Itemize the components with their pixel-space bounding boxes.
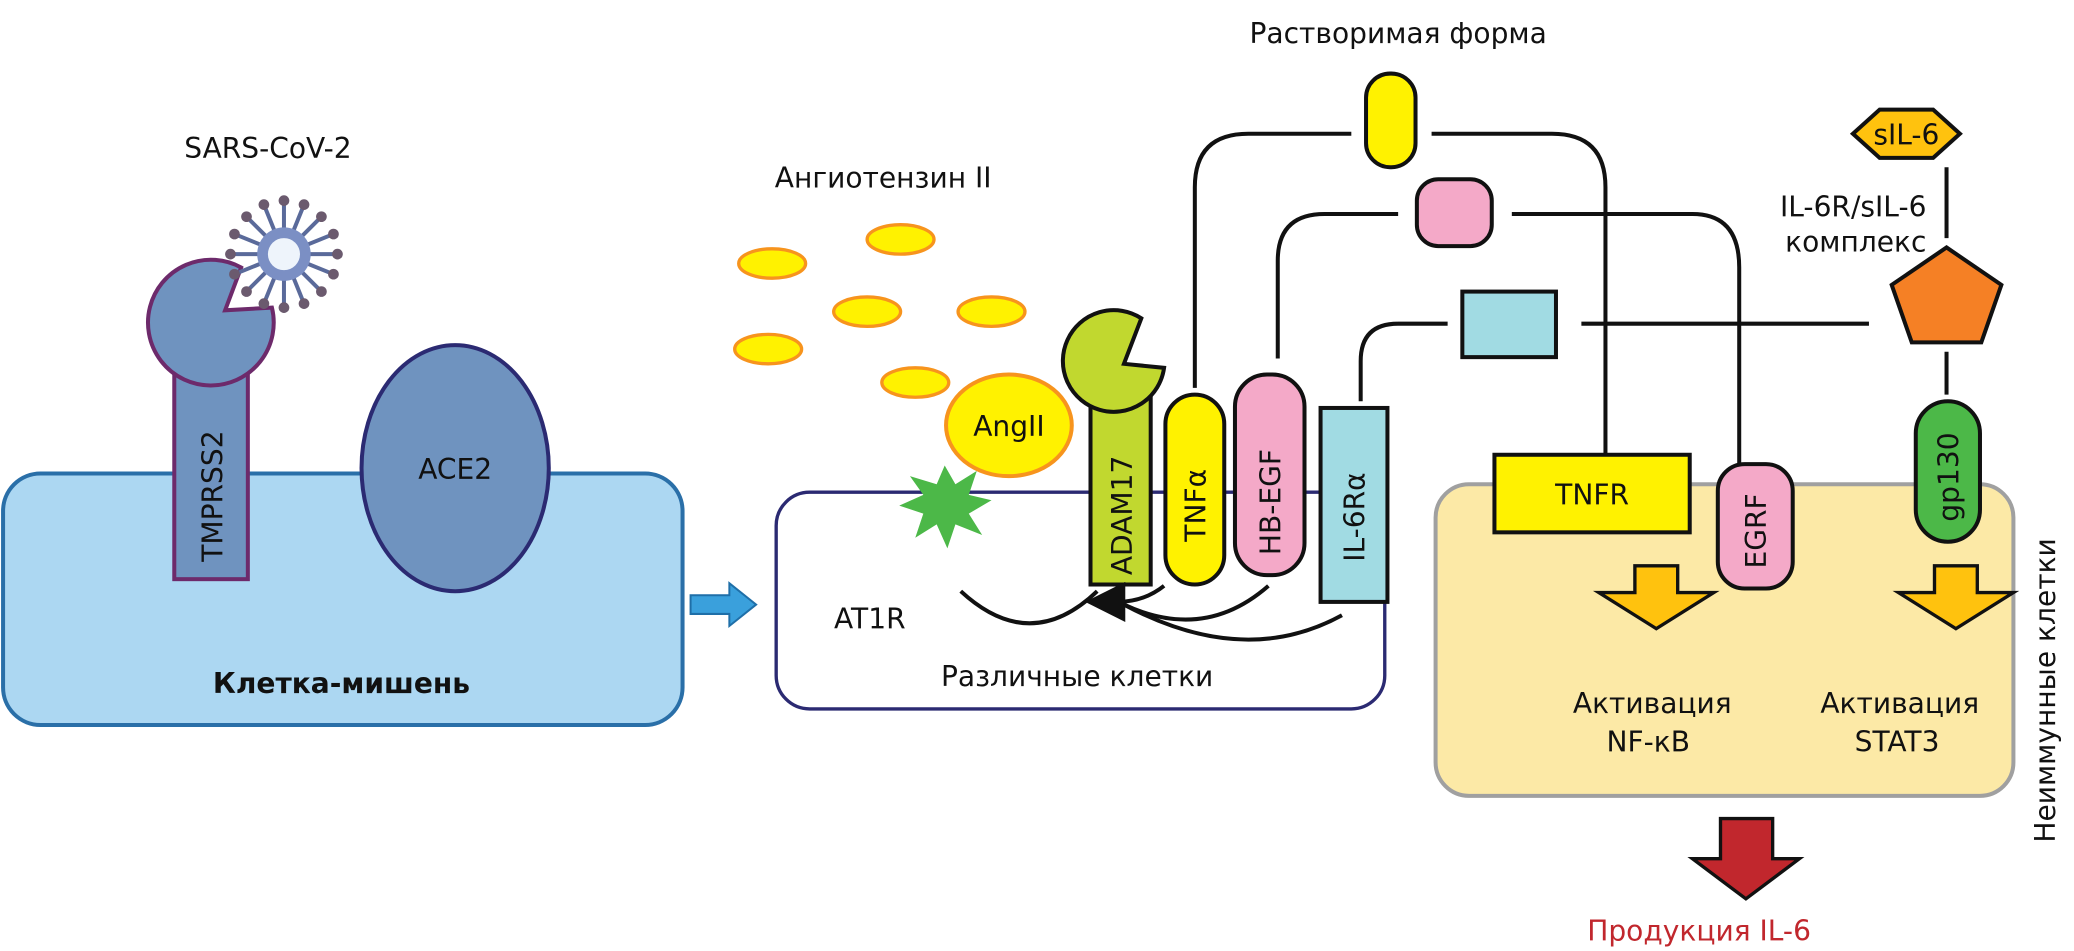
sil6-hexagon: [1849, 107, 1963, 160]
adam17-head: [1060, 308, 1167, 414]
angii-label: AngII: [973, 410, 1044, 443]
il6-production-arrow-icon: [1687, 816, 1805, 901]
stat3-arrow-icon: [1892, 564, 2020, 631]
nfkb-arrow-icon: [1592, 564, 1720, 631]
at1r-star-icon: [899, 465, 992, 549]
tmprss2-label: TMPRSS2: [196, 430, 229, 562]
soluble-il6r: [1460, 289, 1558, 360]
soluble-form-label: Растворимая форма: [1249, 17, 1546, 50]
tmprss2-head: [146, 257, 276, 388]
stat3-label-line2: STAT3: [1855, 726, 1940, 759]
complex-label-line1: IL-6R/sIL-6: [1780, 191, 1926, 224]
angiotensin-molecule: [737, 247, 808, 280]
egrf-receptor: [1715, 462, 1795, 591]
nfkb-label-line1: Активация: [1573, 687, 1732, 720]
stat3-label-line1: Активация: [1820, 687, 1979, 720]
complex-label-line2: комплекс: [1785, 225, 1926, 258]
hbegf-protein: [1232, 372, 1307, 578]
angiotensin-molecule: [880, 366, 951, 399]
adam17-label: ADAM17: [1106, 456, 1139, 576]
cleavage-arrows: [959, 581, 1343, 642]
il6-production-label: Продукция IL-6: [1587, 914, 1811, 947]
tnfa-label: TNFα: [1180, 469, 1213, 543]
ace2-label: ACE2: [418, 453, 492, 486]
hbegf-label: HB-EGF: [1254, 449, 1287, 555]
il6r-sil6-complex-pentagon: [1889, 245, 2004, 345]
nonimmune-cells-label: Неиммунные клетки: [2029, 538, 2062, 842]
angiotensin-molecule: [956, 295, 1027, 329]
angiotensin-molecule: [865, 223, 936, 256]
adam17-stem: [1088, 385, 1153, 587]
nfkb-label-line2: NF-кB: [1607, 726, 1691, 759]
various-cells-label: Различные клетки: [941, 660, 1213, 693]
tmprss2-stem: [172, 359, 250, 582]
sil6-label: sIL-6: [1873, 118, 1939, 151]
virus-icon: [225, 195, 343, 313]
soluble-hbegf: [1414, 177, 1494, 249]
angiotensin-molecule: [832, 295, 903, 329]
gp130-receptor: [1913, 399, 1982, 544]
virus-label: SARS-CoV-2: [184, 132, 351, 165]
target-cell-label: Клетка-мишень: [213, 667, 470, 700]
il6ra-protein: [1318, 405, 1390, 604]
egrf-label: EGRF: [1740, 493, 1773, 568]
angiotensin-label: Ангиотензин II: [775, 161, 992, 194]
angiotensin-molecule: [733, 332, 804, 366]
angiotensin-molecules: [733, 223, 1027, 399]
gp130-label: gp130: [1933, 432, 1966, 521]
ace2-receptor: [359, 343, 551, 594]
il6ra-label: IL-6Rα: [1339, 472, 1372, 561]
angii-molecule: [944, 372, 1074, 479]
connector-lines: [1192, 131, 1949, 469]
tnfa-protein: [1163, 392, 1227, 587]
at1r-label: AT1R: [834, 603, 906, 636]
tnfr-receptor: [1492, 452, 1692, 535]
soluble-tnfa: [1364, 71, 1418, 170]
transition-arrow-icon: [689, 581, 758, 629]
tnfr-label: TNFR: [1554, 478, 1629, 511]
